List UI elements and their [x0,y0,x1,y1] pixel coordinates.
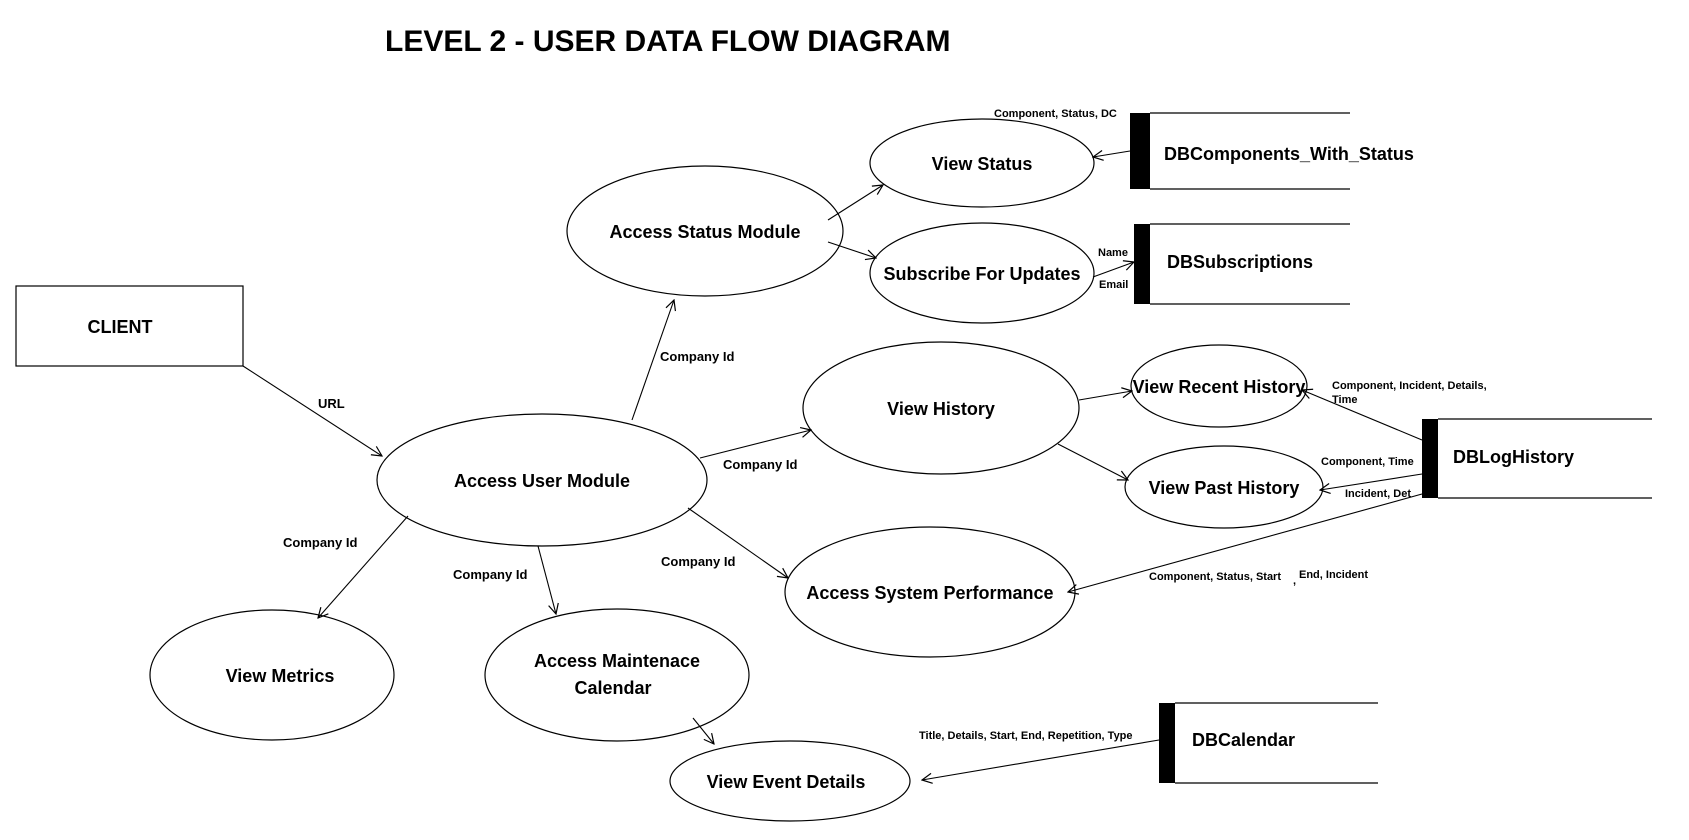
process-label: View Metrics [226,666,335,686]
flow-label-company-id: Company Id [453,567,527,582]
flow-user-to-view-history [699,430,811,459]
process-label: View Past History [1149,478,1300,498]
flow-label-company-id: Company Id [660,349,734,364]
flow-label-performance-fields: End, Incident [1299,569,1368,581]
process-label: Access Status Module [609,222,800,242]
process-view-metrics: View Metrics [149,609,395,741]
process-label: View Status [932,154,1033,174]
flow-client-to-user-module [242,365,382,456]
store-label: DBLogHistory [1453,447,1574,467]
flow-label-company-id: Company Id [723,457,797,472]
process-access-system-performance: Access System Performance [784,526,1076,658]
store-calendar: DBCalendar [1159,702,1378,784]
process-label: View Recent History [1133,377,1306,397]
flow-log-store-to-recent-history [1302,390,1423,441]
client-label: CLIENT [88,317,153,337]
flow-label-url: URL [318,396,345,411]
process-label-line1: Access Maintenace [534,651,700,671]
process-label: Subscribe For Updates [883,264,1080,284]
process-access-user-module: Access User Module [376,413,708,547]
flow-user-to-status-module [631,300,674,421]
diagram-title: LEVEL 2 - USER DATA FLOW DIAGRAM [385,25,951,58]
process-label: Access System Performance [806,583,1053,603]
flow-log-store-to-past-history [1320,473,1423,490]
flow-label-calendar-fields: Title, Details, Start, End, Repetition, … [919,730,1133,742]
flow-label-performance-comma: , [1293,575,1296,587]
flow-log-store-to-system-performance [1068,493,1423,592]
flow-view-history-to-recent [1078,391,1132,401]
flow-label-company-id: Company Id [283,535,357,550]
store-subscriptions: DBSubscriptions [1134,223,1350,305]
flow-label-recent-history-fields: Time [1332,394,1357,406]
store-log-history: DBLogHistory [1422,418,1652,499]
flow-calendar-store-to-event-details [922,739,1160,780]
flow-user-to-system-performance [687,507,788,578]
flow-view-history-to-past [1057,443,1128,480]
process-view-recent-history: View Recent History [1130,344,1308,428]
flow-calendar-to-event-details [692,717,714,744]
flow-label-email: Email [1099,279,1128,291]
flow-label-component-status-dc: Component, Status, DC [994,108,1117,120]
flow-status-module-to-view-status [827,185,883,221]
store-components-with-status: DBComponents_With_Status [1130,112,1414,190]
flow-subscribe-to-subscriptions-store [1092,262,1134,278]
process-label: Access User Module [454,471,630,491]
flow-components-store-to-view-status [1093,151,1131,157]
store-label: DBSubscriptions [1167,252,1313,272]
flow-label-past-history-fields: Incident, Det [1345,488,1411,500]
process-label: View History [887,399,995,419]
process-access-maintenance-calendar: Access Maintenace Calendar [484,608,750,742]
process-label-line2: Calendar [574,678,651,698]
flow-label-performance-fields: Component, Status, Start [1149,571,1281,583]
process-subscribe-for-updates: Subscribe For Updates [869,222,1095,324]
flow-label-company-id: Company Id [661,554,735,569]
flow-status-module-to-subscribe [827,241,876,258]
flow-label-recent-history-fields: Component, Incident, Details, [1332,380,1487,392]
process-view-past-history: View Past History [1124,445,1324,529]
process-access-status-module: Access Status Module [566,165,844,297]
flow-label-name: Name [1098,247,1128,259]
process-view-event-details: View Event Details [669,740,911,822]
flow-label-past-history-fields: Component, Time [1321,456,1414,468]
process-view-history: View History [802,341,1080,475]
store-label: DBCalendar [1192,730,1295,750]
process-label: View Event Details [707,772,866,792]
flow-user-to-maintenance-calendar [537,545,556,614]
process-view-status: View Status [869,118,1095,208]
flow-user-to-view-metrics [318,515,409,618]
client-entity: CLIENT [15,285,244,367]
store-label: DBComponents_With_Status [1164,144,1414,164]
